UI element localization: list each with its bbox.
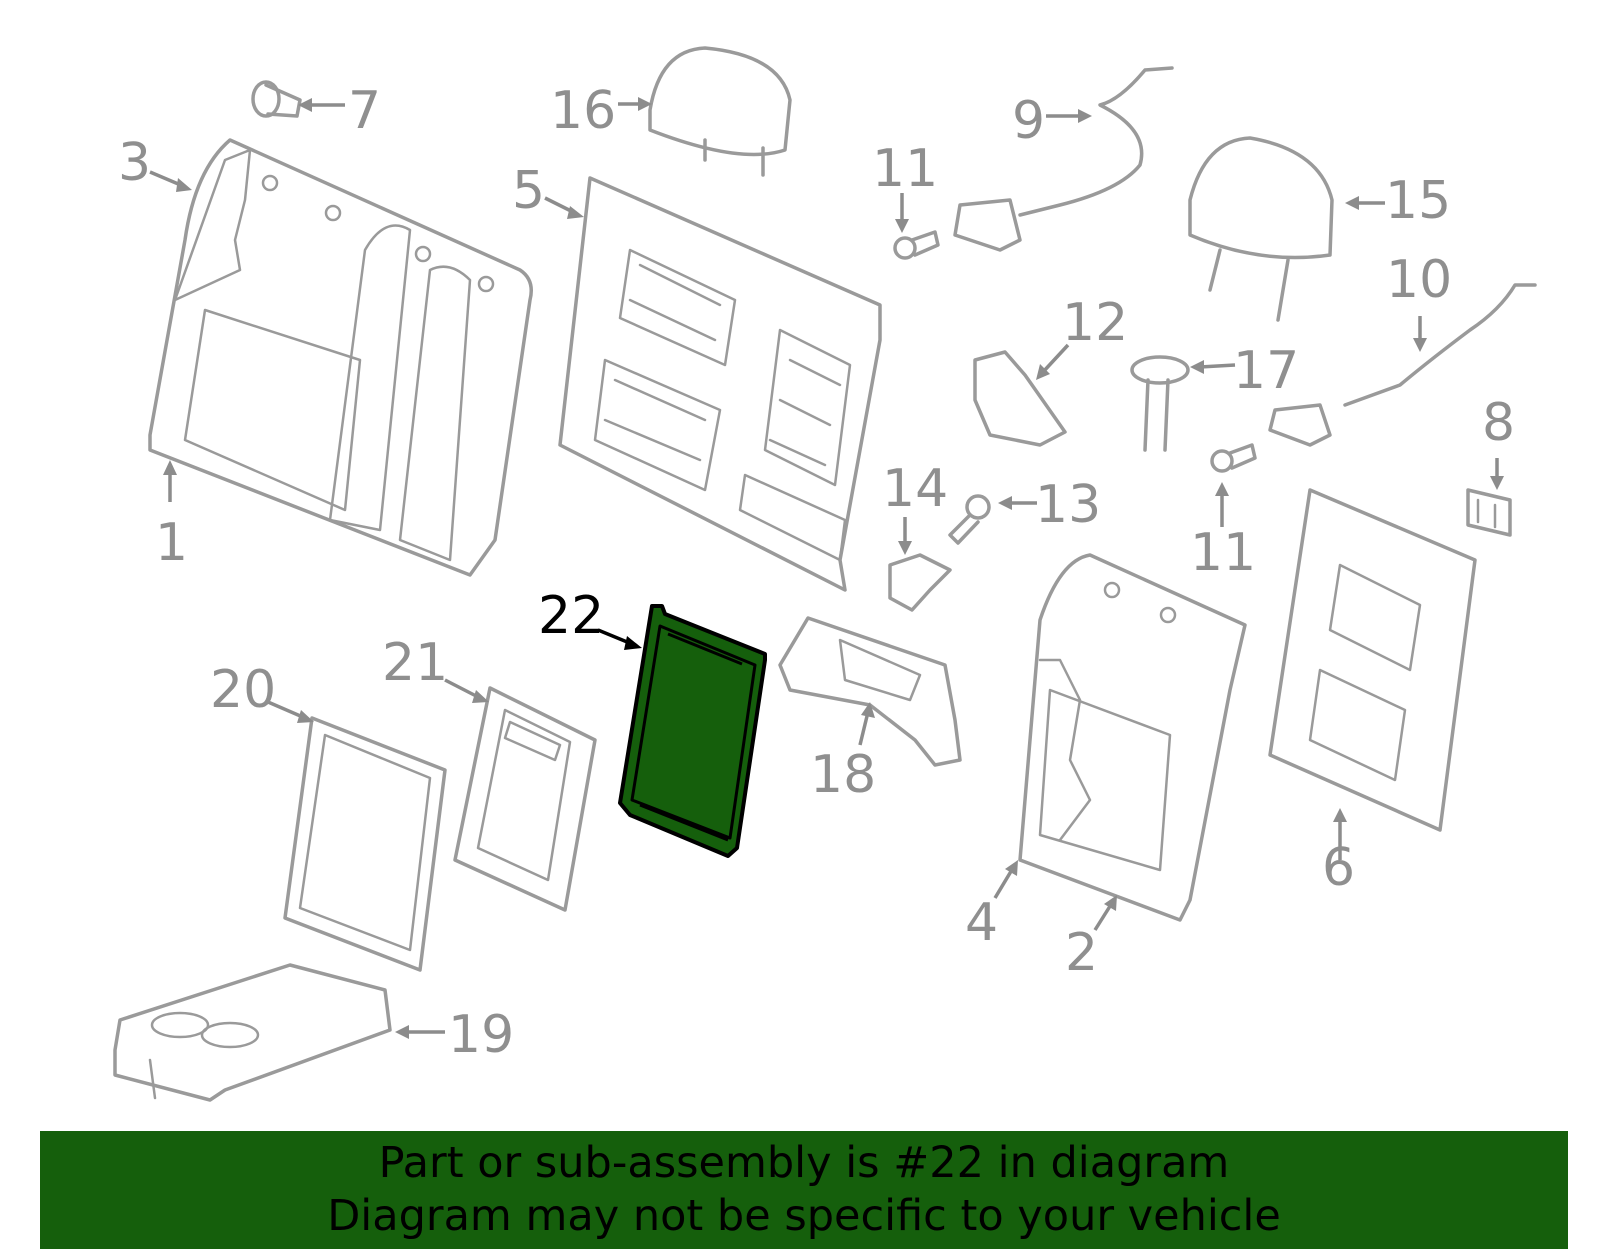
bracket-14 (888, 553, 952, 612)
trim-piece (973, 350, 1067, 447)
headrest-right (1188, 136, 1334, 322)
callout-21: 21 (382, 633, 448, 693)
info-banner: Part or sub-assembly is #22 in diagram D… (40, 1131, 1568, 1249)
callout-20: 20 (210, 660, 276, 720)
clip-part (251, 80, 302, 118)
callout-14: 14 (882, 459, 948, 519)
banner-line-2: Diagram may not be specific to your vehi… (327, 1191, 1281, 1241)
callout-22: 22 (538, 586, 604, 646)
seat-frame-center (558, 176, 882, 592)
callout-6: 6 (1322, 838, 1355, 898)
callout-10: 10 (1386, 250, 1452, 310)
banner-line-1: Part or sub-assembly is #22 in diagram (378, 1138, 1230, 1188)
callout-11-upper: 11 (872, 139, 938, 199)
latch-8 (1466, 488, 1512, 537)
callout-17: 17 (1233, 341, 1299, 401)
leader-arrows (149, 97, 1504, 1039)
callout-18: 18 (810, 745, 876, 805)
seat-frame-right (1268, 488, 1477, 832)
callout-8: 8 (1482, 393, 1515, 453)
callout-13: 13 (1035, 475, 1101, 535)
seat-back-right (1018, 553, 1247, 922)
callout-16: 16 (550, 81, 616, 141)
panel-21 (453, 686, 597, 912)
cable-upper (953, 66, 1174, 252)
callout-5: 5 (512, 161, 545, 221)
callout-7: 7 (348, 81, 381, 141)
bolt-lower (1210, 443, 1257, 473)
callout-9: 9 (1012, 91, 1045, 151)
callout-3: 3 (118, 133, 151, 193)
bolt-upper (893, 230, 940, 260)
headrest-center (648, 46, 792, 177)
callout-11-lower: 11 (1190, 523, 1256, 583)
panel-20 (283, 716, 447, 972)
headrest-guide (1130, 355, 1190, 452)
armrest-19 (113, 963, 392, 1102)
bracket-18 (778, 616, 962, 767)
callout-12: 12 (1062, 293, 1128, 353)
callout-4: 4 (965, 893, 998, 953)
bolt-13 (948, 494, 991, 545)
callout-2: 2 (1065, 923, 1098, 983)
part-22-highlighted (618, 604, 767, 858)
callout-19: 19 (448, 1005, 514, 1065)
cable-lower (1268, 283, 1537, 447)
callout-1: 1 (155, 513, 188, 573)
seat-back-left (148, 138, 533, 577)
callout-15: 15 (1385, 171, 1451, 231)
